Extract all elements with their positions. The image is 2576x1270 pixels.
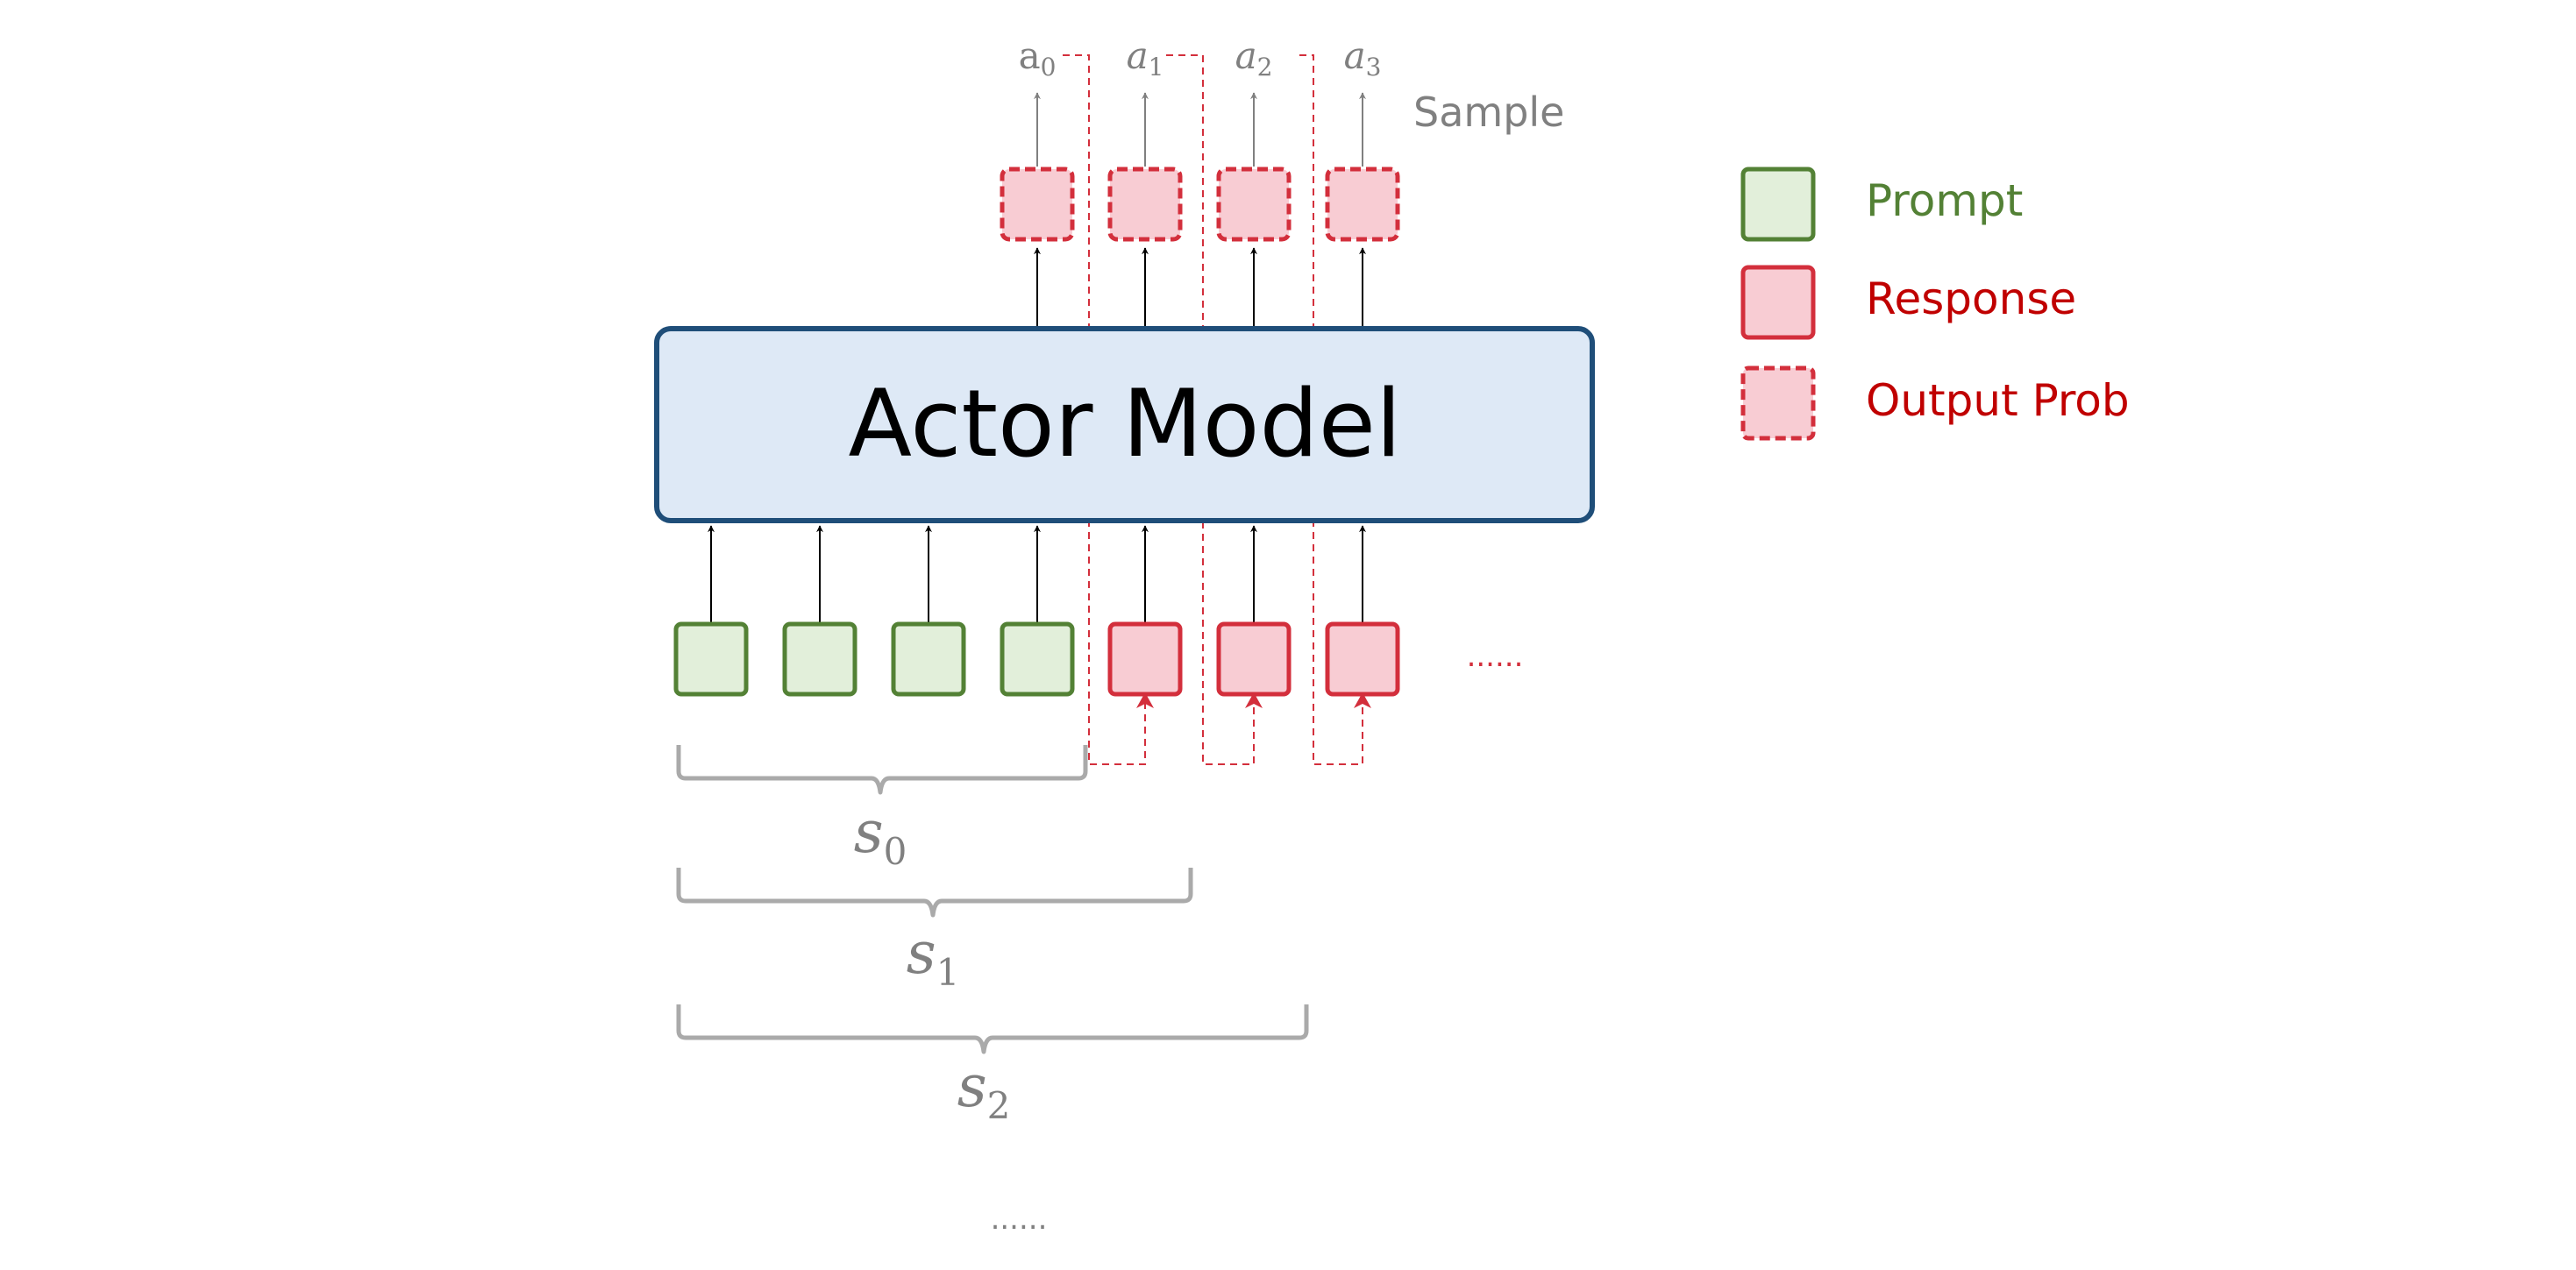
legend-response-swatch xyxy=(1740,265,1816,340)
prompt-token xyxy=(673,621,749,697)
state-label-s0: s0 xyxy=(854,798,907,873)
output-prob-boxes xyxy=(1000,167,1400,242)
output-arrows xyxy=(1034,247,1366,326)
input-arrows xyxy=(708,525,1366,622)
output-label-a1: a1 xyxy=(1127,34,1164,82)
bracket-s2 xyxy=(676,1004,1309,1054)
sample-label: Sample xyxy=(1413,89,1564,136)
output-label-a0: a0 xyxy=(1019,34,1057,82)
output-prob-box xyxy=(1107,167,1183,242)
output-prob-box xyxy=(1000,167,1075,242)
bracket-s1 xyxy=(676,868,1193,918)
row-ellipsis: ...... xyxy=(1467,639,1524,674)
state-labels: s0 s1 s2 xyxy=(854,798,1011,1127)
bracket-s0 xyxy=(676,745,1088,795)
response-tokens xyxy=(1107,621,1400,697)
output-label-a3: a3 xyxy=(1344,34,1382,82)
output-label-a2: a2 xyxy=(1235,34,1273,82)
sample-arrows xyxy=(1034,92,1366,167)
legend-output-prob-label: Output Prob xyxy=(1866,375,2130,426)
actor-model-box xyxy=(654,326,1595,523)
response-token xyxy=(1107,621,1183,697)
feedback-lines xyxy=(1063,54,1363,765)
bottom-ellipsis: ...... xyxy=(991,1202,1048,1237)
state-brackets xyxy=(676,745,1309,1054)
feedback-line-0 xyxy=(1063,54,1146,765)
state-label-s1: s1 xyxy=(907,919,960,994)
response-token xyxy=(1325,621,1400,697)
actor-model-label: Actor Model xyxy=(849,370,1402,478)
output-labels: a0 a1 a2 a3 xyxy=(1019,34,1382,82)
output-prob-box xyxy=(1325,167,1400,242)
legend-output-prob-swatch xyxy=(1740,365,1816,441)
prompt-token xyxy=(891,621,966,697)
prompt-token xyxy=(782,621,857,697)
response-token xyxy=(1216,621,1292,697)
output-prob-box xyxy=(1216,167,1292,242)
legend-prompt-label: Prompt xyxy=(1866,175,2023,226)
legend-response-label: Response xyxy=(1866,273,2076,324)
feedback-line-1 xyxy=(1166,54,1255,765)
feedback-arrowheads xyxy=(1136,692,1371,708)
state-label-s2: s2 xyxy=(957,1053,1011,1127)
prompt-token xyxy=(1000,621,1075,697)
legend: Prompt Response Output Prob xyxy=(1740,167,2130,441)
prompt-tokens xyxy=(673,621,1075,697)
legend-prompt-swatch xyxy=(1740,167,1816,242)
